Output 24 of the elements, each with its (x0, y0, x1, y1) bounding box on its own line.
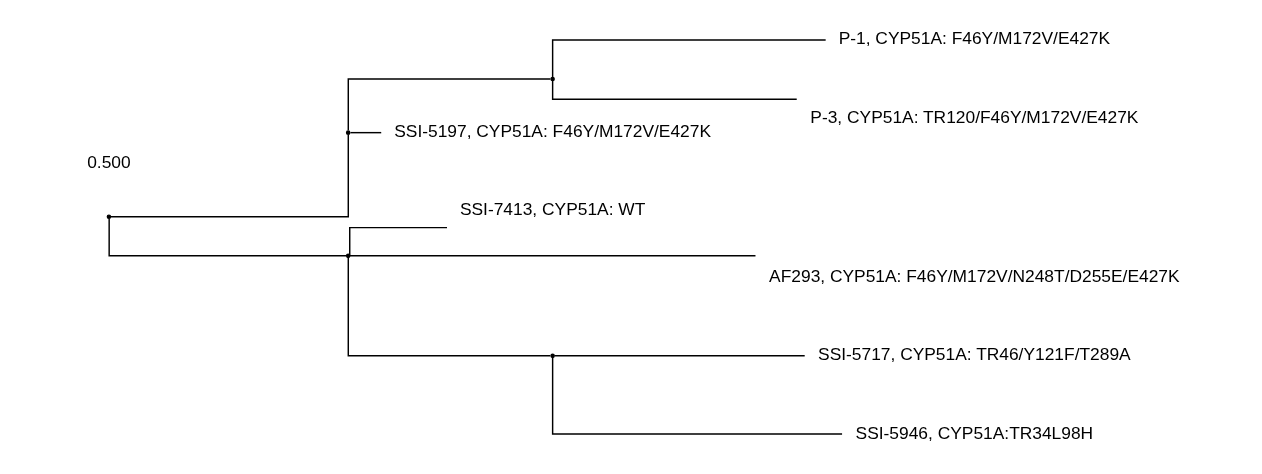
connector (551, 357, 843, 435)
node-point (549, 76, 555, 82)
connector (553, 355, 805, 357)
connector (349, 131, 382, 134)
node-point (106, 214, 111, 219)
connector (107, 217, 347, 257)
node-text: SSI-5197, CYP51A: F46Y/M172V/E427K (393, 121, 711, 142)
connector (109, 134, 349, 218)
node-point (345, 130, 350, 135)
label: 0.500 (86, 151, 131, 172)
node-text: P-1, CYP51A: F46Y/M172V/E427K (838, 28, 1110, 49)
connector (551, 80, 797, 101)
node-point (549, 353, 555, 359)
node-text: P-3, CYP51A: TR120/F46Y/M172V/E427K (809, 106, 1138, 127)
node-text: SSI-5946, CYP51A:TR34L98H (855, 422, 1093, 443)
node-text: AF293, CYP51A: F46Y/M172V/N248T/D255E/E427K (768, 266, 1180, 287)
connector (348, 226, 448, 257)
node-text: SSI-5717, CYP51A: TR46/Y121F/T289A (817, 344, 1131, 365)
connector (347, 78, 551, 132)
node-point (345, 253, 350, 259)
connector (347, 256, 551, 357)
node-text: SSI-7413, CYP51A: WT (459, 199, 645, 220)
connector (551, 39, 826, 79)
connector (348, 255, 756, 257)
